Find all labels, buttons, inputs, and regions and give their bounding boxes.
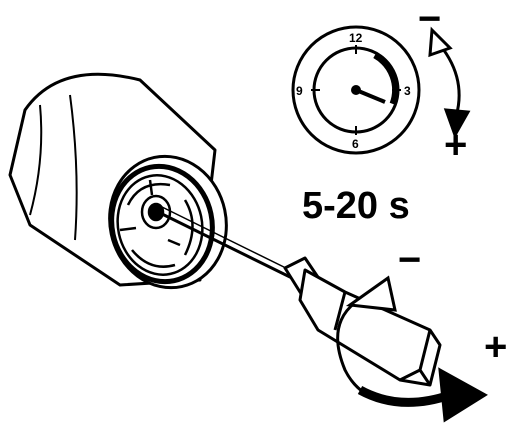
dial-hand (355, 88, 386, 104)
adjustment-wheel[interactable] (109, 167, 212, 282)
dial-range-arc (373, 51, 400, 106)
screwdriver[interactable] (157, 205, 442, 387)
dial-adjust-arrow (428, 26, 471, 139)
screwdriver-plus-sign: + (484, 325, 507, 369)
dial-plus-sign: + (444, 123, 467, 167)
dial-label-3: 3 (404, 84, 411, 98)
duration-label: 5-20 s (302, 185, 410, 227)
timer-dial (291, 25, 421, 155)
screwdriver-minus-sign: − (398, 238, 421, 282)
dial-label-12: 12 (349, 31, 363, 45)
dial-label-9: 9 (296, 84, 303, 98)
screwdriver-rotation-arrow (336, 275, 488, 423)
dial-minus-sign: − (418, 0, 441, 41)
dial-label-6: 6 (352, 137, 359, 151)
motor-housing (8, 72, 228, 290)
